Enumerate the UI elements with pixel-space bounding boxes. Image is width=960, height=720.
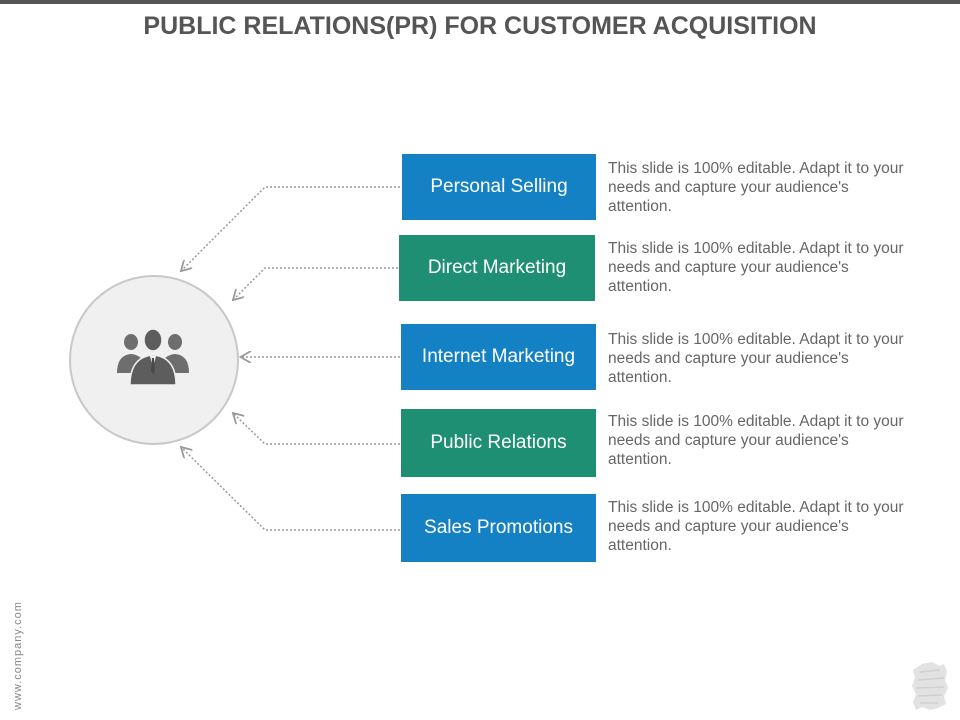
people-group-icon: [117, 328, 189, 386]
label-internet-marketing: Internet Marketing: [401, 324, 596, 390]
description-sales-promotions: This slide is 100% editable. Adapt it to…: [608, 499, 904, 554]
connector-public-relations: [234, 414, 400, 445]
description-personal-selling: This slide is 100% editable. Adapt it to…: [608, 160, 904, 215]
website-text: www.company.com: [12, 601, 24, 710]
slide-title: PUBLIC RELATIONS(PR) FOR CUSTOMER ACQUIS…: [143, 12, 817, 40]
description-direct-marketing: This slide is 100% editable. Adapt it to…: [608, 240, 904, 295]
label-public-relations: Public Relations: [401, 409, 596, 477]
label-sales-promotions: Sales Promotions: [401, 494, 596, 562]
connector-personal-selling: [182, 186, 400, 270]
description-internet-marketing: This slide is 100% editable. Adapt it to…: [608, 331, 904, 386]
top-bar: [0, 0, 960, 4]
connector-direct-marketing: [234, 267, 398, 299]
brush-logo-mark: [912, 662, 948, 710]
description-public-relations: This slide is 100% editable. Adapt it to…: [608, 413, 904, 468]
connector-sales-promotions: [182, 448, 400, 531]
label-personal-selling: Personal Selling: [402, 154, 596, 220]
label-direct-marketing: Direct Marketing: [399, 235, 595, 301]
